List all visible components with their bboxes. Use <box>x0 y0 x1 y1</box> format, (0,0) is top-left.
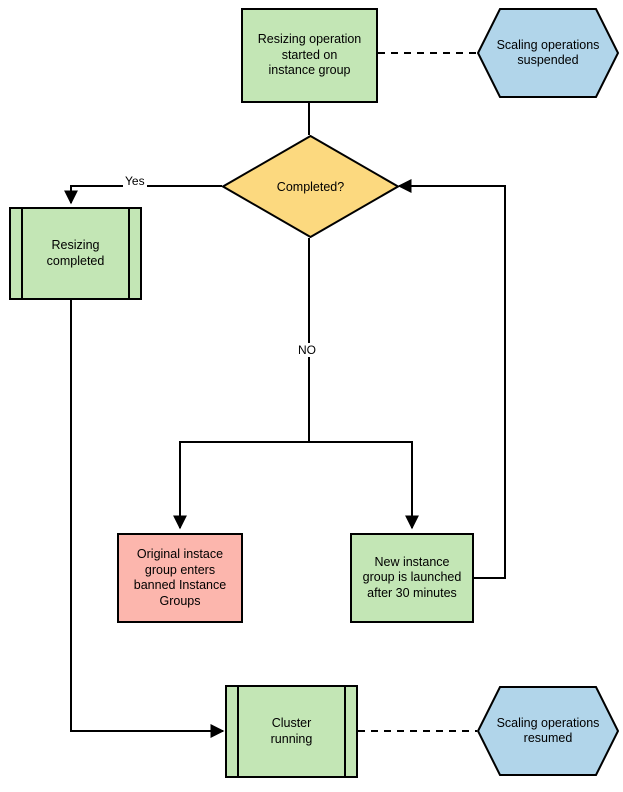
hexagon-shape <box>477 8 619 98</box>
node-cluster-running[interactable]: Cluster running <box>225 685 358 778</box>
node-scaling-suspended[interactable]: Scaling operations suspended <box>477 8 619 98</box>
predef-bar-left <box>21 207 23 300</box>
node-completed-decision-label: Completed? <box>276 179 345 194</box>
edge-label-yes: Yes <box>123 174 147 188</box>
predef-bar-right <box>128 207 130 300</box>
node-scaling-suspended-label: Scaling operations suspended <box>496 37 600 68</box>
predef-bar-left <box>237 685 239 778</box>
edge-no-fork-right <box>309 441 419 530</box>
node-scaling-resumed-label: Scaling operations resumed <box>496 715 600 746</box>
node-original-banned-label: Original instace group enters banned Ins… <box>133 547 227 608</box>
edge-label-no: NO <box>296 343 318 357</box>
predef-body <box>225 685 358 778</box>
edge-resizingcompleted-to-cluster <box>70 300 225 738</box>
hexagon-shape <box>477 686 619 776</box>
edge-completed-yes <box>64 185 222 205</box>
edge-newgroup-to-completed <box>397 179 506 579</box>
node-scaling-resumed[interactable]: Scaling operations resumed <box>477 686 619 776</box>
edge-no-fork-left <box>173 441 309 530</box>
node-resizing-started[interactable]: Resizing operation started on instance g… <box>241 8 378 103</box>
node-new-group-launched[interactable]: New instance group is launched after 30 … <box>350 533 474 623</box>
node-cluster-running-label: Cluster running <box>270 716 313 746</box>
node-resizing-started-label: Resizing operation started on instance g… <box>257 32 362 78</box>
diamond-shape <box>222 135 399 238</box>
predef-bar-right <box>344 685 346 778</box>
node-completed-decision[interactable]: Completed? <box>222 135 399 238</box>
node-new-group-launched-label: New instance group is launched after 30 … <box>362 554 462 600</box>
predef-body <box>9 207 142 300</box>
node-original-banned[interactable]: Original instace group enters banned Ins… <box>117 533 243 623</box>
node-resizing-completed[interactable]: Resizing completed <box>9 207 142 300</box>
node-resizing-completed-label: Resizing completed <box>46 238 105 268</box>
